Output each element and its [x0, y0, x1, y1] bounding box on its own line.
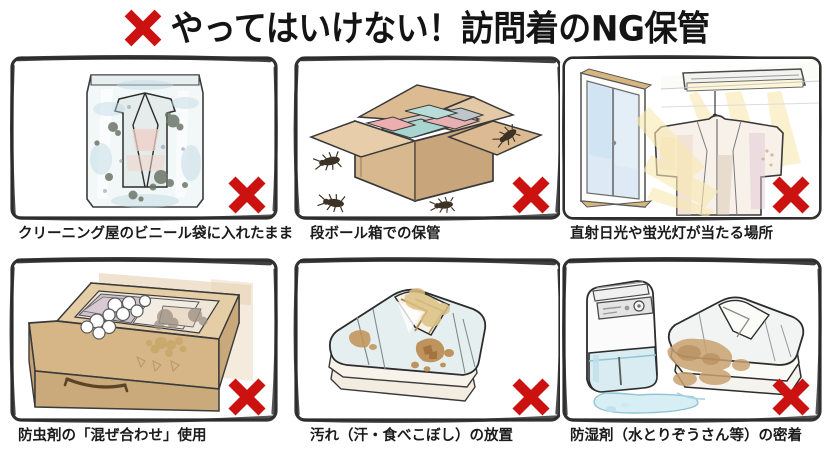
panel-frame — [8, 256, 280, 424]
red-x-icon — [224, 172, 270, 218]
panel-plastic-bag: クリーニング屋のビニール袋に入れたまま — [8, 54, 294, 250]
panel-caption: クリーニング屋のビニール袋に入れたまま — [18, 226, 294, 242]
panel-frame — [560, 54, 824, 222]
illustration-kimono-in-plastic-bag — [13, 59, 275, 217]
illustration-drawer-with-mothballs — [13, 261, 275, 419]
illustration-cardboard-box-with-insects — [297, 59, 559, 217]
page-title: やってはいけない！訪問着のNG保管 — [170, 7, 710, 49]
panel-caption: 防湿剤（水とりぞうさん等）の密着 — [570, 428, 802, 444]
red-x-icon — [768, 374, 814, 420]
panel-stains: 汚れ（汗・食べこぼし）の放置 — [292, 256, 564, 452]
red-x-icon — [508, 374, 554, 420]
panel-frame — [560, 256, 824, 424]
red-x-icon — [768, 172, 814, 218]
panel-dehumidifier: 防湿剤（水とりぞうさん等）の密着 — [560, 256, 824, 452]
illustration-dehumidifier-leaking-on-kimono — [565, 261, 819, 419]
panel-mothballs: 防虫剤の「混ぜ合わせ」使用 — [8, 256, 280, 452]
red-x-icon — [121, 6, 165, 50]
illustration-window-sunlight-fluorescent — [565, 59, 819, 217]
panel-sunlight: 直射日光や蛍光灯が当たる場所 — [560, 54, 824, 250]
panel-frame — [292, 54, 564, 222]
red-x-icon — [224, 374, 270, 420]
red-x-icon — [508, 172, 554, 218]
panel-caption: 防虫剤の「混ぜ合わせ」使用 — [18, 428, 207, 444]
panel-caption: 直射日光や蛍光灯が当たる場所 — [570, 226, 773, 242]
illustration-folded-kimono-with-stains — [297, 261, 559, 419]
infographic-title-bar: やってはいけない！訪問着のNG保管 — [0, 2, 830, 54]
panel-cardboard-box: 段ボール箱での保管 — [292, 54, 564, 250]
panel-frame — [8, 54, 280, 222]
panel-caption: 段ボール箱での保管 — [310, 226, 441, 242]
panel-grid: クリーニング屋のビニール袋に入れたまま — [0, 54, 830, 453]
panel-frame — [292, 256, 564, 424]
panel-caption: 汚れ（汗・食べこぼし）の放置 — [310, 428, 513, 444]
